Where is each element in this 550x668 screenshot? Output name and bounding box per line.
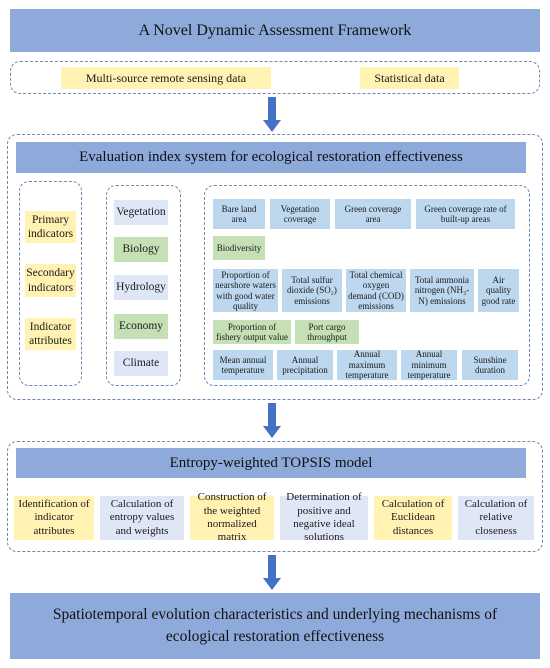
primary-indicators-label: Primary indicators [25,211,76,243]
indicator-annual-minimum-temperature: Annual minimum temperature [401,349,457,380]
topsis-section [7,441,543,552]
remote-sensing-data-box: Multi-source remote sensing data [61,67,271,89]
result-banner: Spatiotemporal evolution characteristics… [10,593,540,659]
step-entropy-weights: Calculation of entropy values and weight… [100,496,184,540]
indicator-bare-land-area: Bare land area [213,199,265,229]
indicator-sunshine-duration: Sunshine duration [462,350,518,380]
step-relative-closeness: Calculation of relative closeness [458,496,534,540]
indicator-annual-maximum-temperature: Annual maximum temperature [337,349,397,380]
topsis-title-banner: Entropy-weighted TOPSIS model [16,448,526,478]
indicator-annual-precipitation: Annual precipitation [277,350,333,380]
indicator-biodiversity: Biodiversity [213,236,265,260]
indicator-green-coverage-area: Green coverage area [335,199,411,229]
primary-vegetation: Vegetation [114,200,168,225]
indicator-nh3n-emissions: Total ammonia nitrogen (NH₃-N) emissions [410,269,474,312]
framework-title: A Novel Dynamic Assessment Framework [138,21,412,39]
framework-title-banner: A Novel Dynamic Assessment Framework [10,9,540,52]
primary-climate: Climate [114,351,168,376]
result-text: Spatiotemporal evolution characteristics… [52,606,498,645]
indicator-cod-emissions: Total chemical oxygen demand (COD) emiss… [346,269,406,312]
indicator-attributes-label: Indicator attributes [25,318,76,350]
indicator-vegetation-coverage: Vegetation coverage [270,199,330,229]
primary-economy: Economy [114,314,168,339]
evaluation-title: Evaluation index system for ecological r… [79,149,463,165]
indicator-so2-emissions: Total sulfur dioxide (SO₂) emissions [282,269,342,312]
step-identification: Identification of indicator attributes [14,496,94,540]
attribute-labels-group [19,181,82,386]
step-euclidean-distances: Calculation of Euclidean distances [374,496,452,540]
statistical-data-box: Statistical data [360,67,459,89]
indicator-fishery-output-proportion: Proportion of fishery output value [213,320,291,344]
primary-hydrology: Hydrology [114,275,168,300]
step-weighted-matrix: Construction of the weighted normalized … [190,491,274,543]
topsis-title: Entropy-weighted TOPSIS model [169,454,373,471]
indicator-green-coverage-rate: Green coverage rate of built-up areas [416,199,515,229]
evaluation-section [7,134,543,400]
down-arrow-icon [263,403,281,439]
indicator-mean-annual-temperature: Mean annual temperature [213,350,273,380]
indicator-nearshore-water-quality: Proportion of nearshore waters with good… [213,269,278,312]
step-ideal-solutions: Determination of positive and negative i… [280,491,368,543]
secondary-indicators-label: Secondary indicators [25,264,76,297]
evaluation-title-banner: Evaluation index system for ecological r… [16,142,526,173]
data-sources-group [10,61,540,94]
primary-indicators-group [106,185,181,386]
down-arrow-icon [263,97,281,133]
indicator-port-cargo-throughput: Port cargo throughput [295,320,359,344]
secondary-indicators-group [204,185,530,386]
primary-biology: Biology [114,237,168,262]
down-arrow-icon [263,555,281,591]
indicator-air-quality-good-rate: Air quality good rate [478,269,519,312]
